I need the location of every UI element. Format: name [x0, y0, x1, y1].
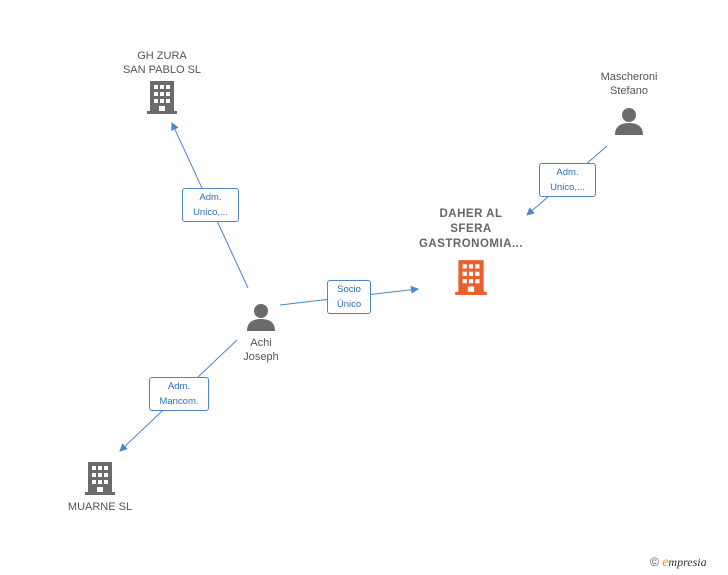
- node-achi-joseph[interactable]: Achi Joseph: [226, 302, 296, 364]
- node-gh-zura-line2: SAN PABLO SL: [122, 64, 202, 76]
- building-icon: [455, 260, 487, 295]
- edge-label-achi-gh[interactable]: Adm. Unico,...: [182, 188, 239, 222]
- node-muarne-line1: MUARNE SL: [67, 501, 133, 513]
- edge-label-achi-muarne[interactable]: Adm. Mancom.: [149, 377, 209, 411]
- edge-label-line2: Unico,...: [193, 207, 228, 218]
- person-icon: [247, 304, 275, 331]
- footer-brand: © empresia: [650, 555, 707, 571]
- edge-label-line1: Socio: [337, 284, 361, 295]
- edge-label-line2: Mancom.: [159, 396, 199, 407]
- edge-label-line1: Adm.: [167, 381, 191, 392]
- node-muarne[interactable]: MUARNE SL: [55, 460, 145, 514]
- brand-rest: mpresia: [668, 555, 707, 569]
- node-gh-zura[interactable]: GH ZURA SAN PABLO SL: [112, 49, 212, 115]
- node-daher-line3: GASTRONOMIA...: [418, 238, 524, 250]
- empresia-logo: empresia: [662, 555, 707, 570]
- node-achi-line1: Achi: [250, 337, 272, 349]
- edge-label-mascheroni-daher[interactable]: Adm. Unico,...: [539, 163, 596, 197]
- brand-initial: e: [662, 555, 669, 570]
- node-daher-line1: DAHER AL: [439, 208, 503, 220]
- node-mascheroni-line2: Stefano: [610, 85, 648, 97]
- node-achi-line2: Joseph: [243, 351, 279, 363]
- building-icon: [85, 462, 115, 495]
- edge-label-achi-daher[interactable]: Socio Único: [327, 280, 371, 314]
- copyright-symbol: ©: [650, 555, 659, 569]
- edge-label-line1: Adm.: [199, 192, 222, 203]
- edge-label-line2: Único: [336, 299, 362, 310]
- node-gh-zura-line1: GH ZURA: [137, 50, 187, 62]
- building-icon: [147, 81, 177, 114]
- node-daher-line2: SFERA: [450, 223, 492, 235]
- node-mascheroni-line1: Mascheroni: [600, 71, 658, 83]
- node-mascheroni[interactable]: Mascheroni Stefano: [584, 70, 674, 136]
- edge-label-line1: Adm.: [556, 167, 579, 178]
- node-daher-al-sfera[interactable]: DAHER AL SFERA GASTRONOMIA...: [406, 207, 536, 296]
- edge-label-line2: Unico,...: [550, 182, 585, 193]
- person-icon: [615, 108, 643, 135]
